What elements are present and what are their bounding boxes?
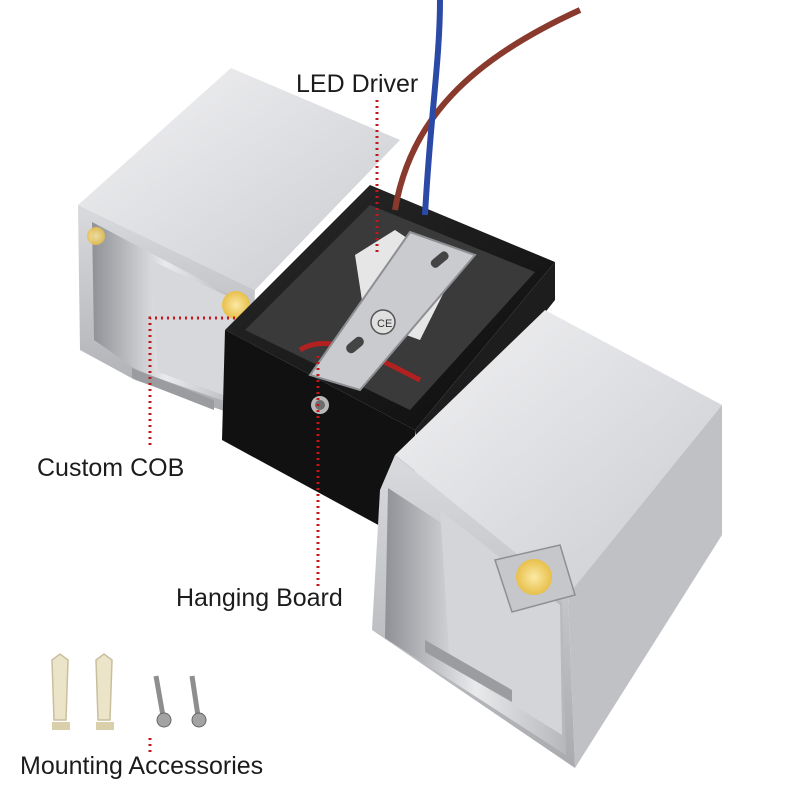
label-mounting-accessories: Mounting Accessories: [20, 752, 264, 780]
leader-line-custom-cob: [148, 316, 236, 445]
label-led-driver: LED Driver: [296, 70, 419, 98]
svg-text:CE: CE: [377, 318, 392, 330]
hanging-board: CE: [308, 230, 477, 392]
label-custom-cob: Custom COB: [37, 454, 185, 482]
wall-anchor: [95, 653, 114, 730]
mounting-accessories: [51, 653, 207, 730]
right-cube: [372, 310, 722, 768]
wall-anchor: [51, 653, 70, 730]
screw: [189, 675, 207, 728]
screw: [153, 675, 172, 728]
left-cube: [78, 68, 400, 420]
label-hanging-board: Hanging Board: [176, 584, 343, 612]
leader-lines: [148, 100, 379, 752]
